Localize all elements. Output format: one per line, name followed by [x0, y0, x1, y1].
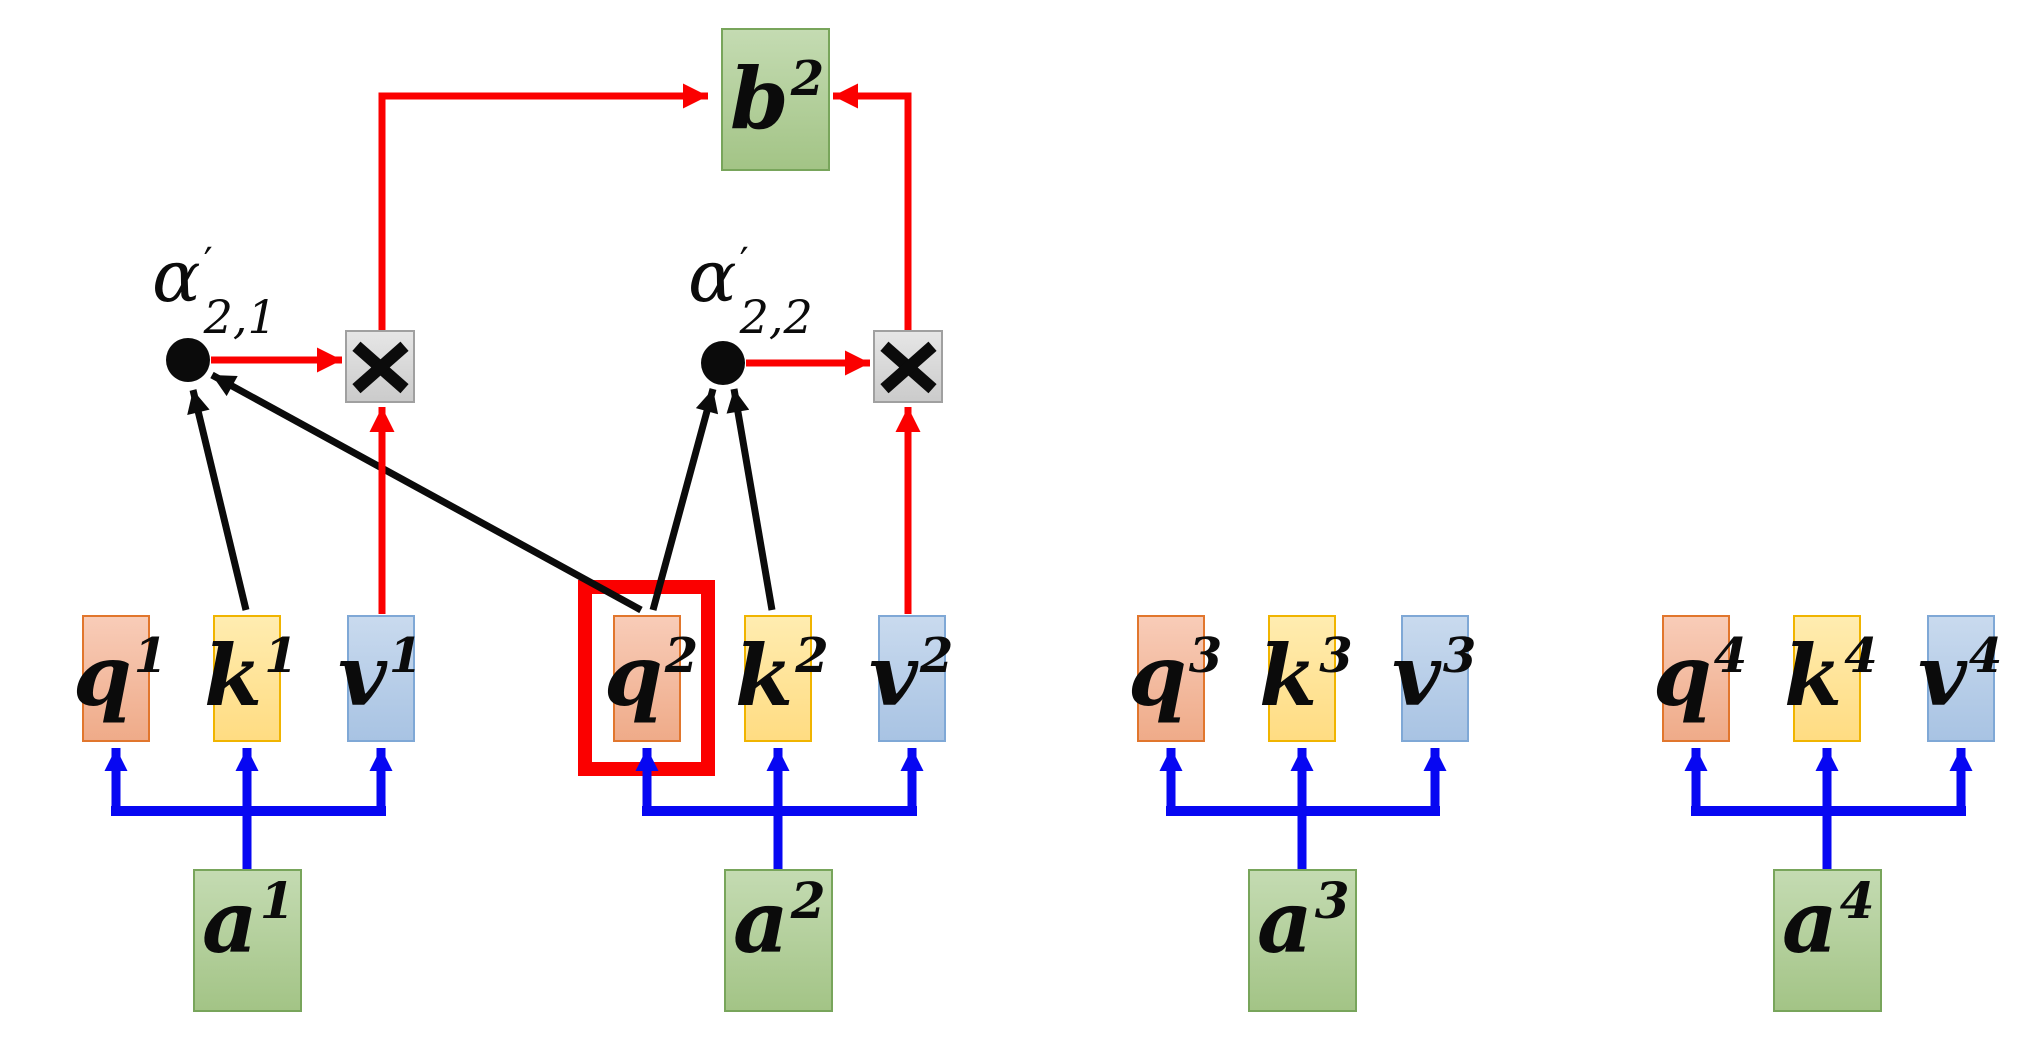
box-q4	[1662, 615, 1730, 742]
box-v4	[1927, 615, 1995, 742]
box-k1	[213, 615, 281, 742]
box-k3	[1268, 615, 1336, 742]
label-v3: v3	[1392, 626, 1477, 725]
label-k4: k4	[1784, 626, 1878, 725]
multiply-icon	[352, 341, 409, 393]
box-a2	[724, 869, 833, 1012]
multiply-box-2	[873, 330, 943, 403]
box-k4	[1793, 615, 1861, 742]
label-q4: q4	[1653, 626, 1748, 725]
box-a4	[1773, 869, 1882, 1012]
box-q3	[1137, 615, 1205, 742]
label-q2: q2	[604, 626, 699, 725]
label-a1: a1	[202, 871, 295, 973]
score-dot-21	[166, 338, 210, 382]
label-v4: v4	[1918, 626, 2003, 725]
arrow-k2-to-score22	[726, 388, 776, 611]
label-score-2-1: α ′ 2,1	[152, 234, 277, 344]
label-k1: k1	[204, 626, 298, 725]
box-a3	[1248, 869, 1357, 1012]
label-q3: q3	[1128, 626, 1223, 725]
score-dot-22	[701, 341, 745, 385]
arrow-multiply1-to-b2	[378, 83, 708, 330]
arrow-multiply2-to-b2	[833, 83, 912, 330]
label-score-2-2: α ′ 2,2	[688, 234, 813, 344]
label-a4: a4	[1782, 871, 1875, 973]
box-v2	[878, 615, 946, 742]
label-q1: q1	[73, 626, 168, 725]
box-v1	[347, 615, 415, 742]
box-b2	[721, 28, 830, 171]
label-b2: b2	[730, 49, 825, 148]
label-k3: k3	[1259, 626, 1353, 725]
arrow-q2-to-score22	[649, 388, 719, 611]
box-a1	[193, 869, 302, 1012]
box-v3	[1401, 615, 1469, 742]
arrow-k1-to-score21	[187, 389, 250, 611]
box-k2	[744, 615, 812, 742]
label-k2: k2	[735, 626, 829, 725]
box-q1	[82, 615, 150, 742]
label-v2: v2	[869, 626, 954, 725]
label-a3: a3	[1257, 871, 1350, 973]
label-v1: v1	[338, 626, 423, 725]
multiply-icon	[880, 341, 937, 393]
label-a2: a2	[733, 871, 826, 973]
multiply-box-1	[345, 330, 415, 403]
arrow-q2-to-score21	[210, 371, 643, 614]
